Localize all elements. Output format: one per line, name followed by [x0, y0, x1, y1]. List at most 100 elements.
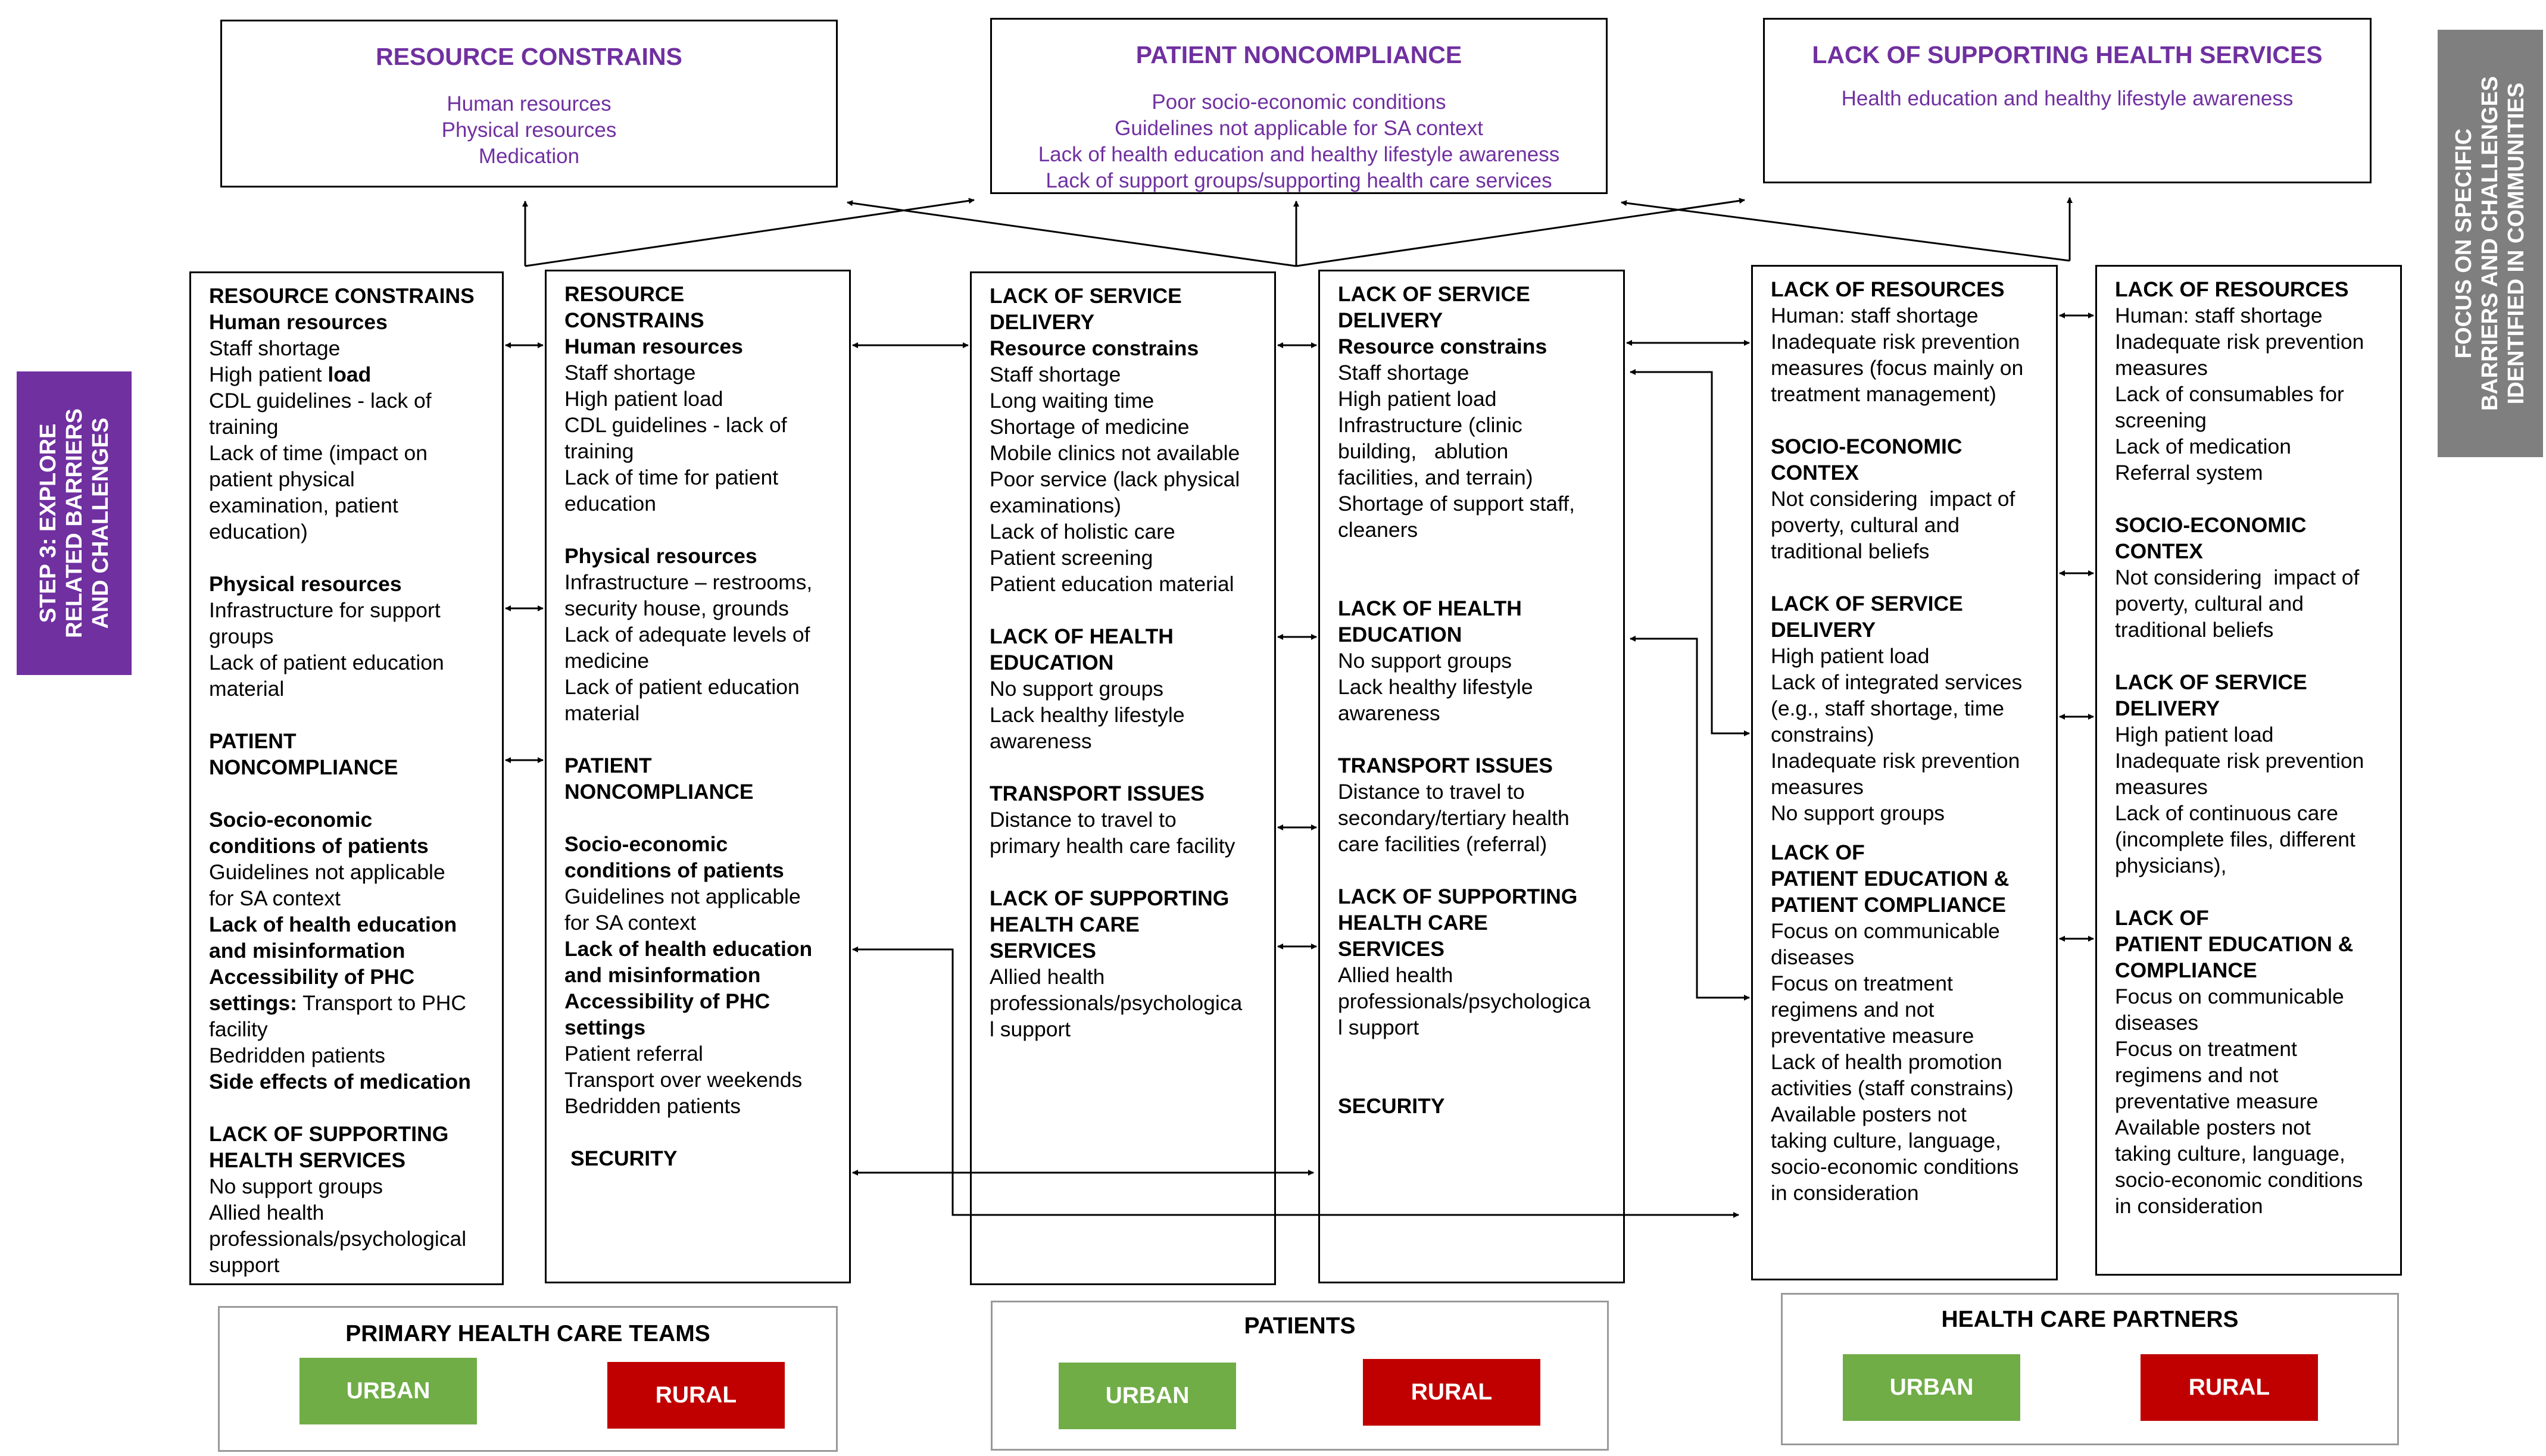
col-item: education)	[209, 520, 308, 543]
col-heading: TRANSPORT ISSUES	[1338, 754, 1553, 777]
top-box-patient-noncompliance: PATIENT NONCOMPLIANCE Poor socio-economi…	[990, 18, 1608, 194]
col-item: Staff shortage	[1338, 361, 1469, 385]
top-box-title: PATIENT NONCOMPLIANCE	[1135, 41, 1462, 68]
column-partners-urban: LACK OF RESOURCES Human: staff shortage …	[1751, 265, 2058, 1280]
col-item: Transport over weekends	[564, 1068, 803, 1092]
col-item: taking culture, language,	[2115, 1142, 2345, 1166]
col-item: socio-economic conditions	[1771, 1155, 2019, 1179]
col-item: Not considering impact of	[2115, 565, 2360, 589]
top-box-item: Poor socio-economic conditions	[1152, 90, 1446, 114]
col-heading: EDUCATION	[990, 651, 1114, 674]
urban-badge: URBAN	[1059, 1363, 1236, 1429]
col-subheading: conditions of patients	[564, 858, 784, 882]
col-item: traditional beliefs	[2115, 618, 2274, 642]
col-heading: RESOURCE	[564, 282, 685, 306]
col-item: facility	[209, 1017, 268, 1041]
col-item: No support groups	[1771, 801, 1945, 825]
col-item: training	[564, 439, 634, 463]
col-item: preventative measure	[2115, 1089, 2319, 1113]
step-3-label: STEP 3: EXPLORE RELATED BARRIERS AND CHA…	[17, 371, 132, 675]
bottom-box-health-care-partners: HEALTH CARE PARTNERS URBAN RURAL	[1781, 1293, 2399, 1445]
col-item: Human: staff shortage	[2115, 304, 2323, 327]
col-item: awareness	[990, 729, 1092, 753]
col-heading: DELIVERY	[990, 310, 1095, 334]
col-item: material	[564, 701, 640, 725]
col-subheading: Physical resources	[564, 544, 757, 568]
arrow-diagonal	[1621, 200, 2070, 262]
col-heading: PATIENT EDUCATION &	[2115, 932, 2354, 956]
urban-badge: URBAN	[299, 1358, 477, 1424]
col-item: Referral system	[2115, 461, 2263, 485]
col-heading: LACK OF SERVICE	[2115, 670, 2307, 694]
col-item: Distance to travel to	[1338, 780, 1525, 804]
col-item: Patient referral	[564, 1042, 703, 1066]
col-item: Allied health	[209, 1201, 325, 1224]
col-heading: HEALTH SERVICES	[209, 1148, 406, 1172]
col-subheading: Socio-economic	[209, 808, 373, 832]
col-heading: PATIENT COMPLIANCE	[1771, 893, 2007, 917]
col-item: groups	[209, 624, 274, 648]
col-item: poverty, cultural and	[2115, 592, 2304, 615]
col-item: Lack healthy lifestyle	[1338, 675, 1533, 699]
col-heading: HEALTH CARE	[990, 913, 1140, 936]
col-item: Lack of consumables for	[2115, 382, 2344, 406]
col-heading: LACK OF SERVICE	[1338, 282, 1530, 306]
focus-label: FOCUS ON SPECIFIC BARRIERS AND CHALLENGE…	[2438, 30, 2543, 457]
top-box-lack-of-supporting-health-services: LACK OF SUPPORTING HEALTH SERVICES Healt…	[1763, 18, 2372, 183]
col-item: Not considering impact of	[1771, 487, 2015, 511]
col-item: measures	[1771, 775, 1864, 799]
bottom-box-title: PATIENTS	[1244, 1313, 1356, 1339]
col-subheading: Accessibility of PHC	[209, 965, 415, 989]
col-item: regimens and not	[2115, 1063, 2279, 1087]
col-item: High patient load	[1338, 387, 1497, 411]
col-item: measures (focus mainly on	[1771, 356, 2024, 380]
col-subheading: and misinformation	[209, 939, 405, 963]
col-item: Shortage of support staff,	[1338, 492, 1575, 515]
col-item: poverty, cultural and	[1771, 513, 1960, 537]
col-item: regimens and not	[1771, 998, 1935, 1021]
col-item: Infrastructure (clinic	[1338, 413, 1522, 437]
col-heading: HEALTH CARE	[1338, 911, 1488, 935]
col-item: High patient load	[564, 387, 723, 411]
col-heading: LACK OF HEALTH	[990, 624, 1174, 648]
col-item: Lack of adequate levels of	[564, 623, 810, 646]
col-item: taking culture, language,	[1771, 1129, 2001, 1152]
col-item: No support groups	[209, 1174, 383, 1198]
col-heading: PATIENT EDUCATION &	[1771, 867, 2010, 891]
top-box-item: Medication	[478, 145, 580, 168]
col-item: Lack of time (impact on	[209, 441, 428, 465]
col-item: material	[209, 677, 285, 701]
col-heading: PATIENT	[209, 729, 297, 753]
arrow-diagonal	[847, 200, 1297, 267]
col-subheading: Lack of health education	[564, 937, 813, 961]
col-heading: COMPLIANCE	[2115, 958, 2257, 982]
col-item: education	[564, 492, 656, 515]
col-item: Inadequate risk prevention	[1771, 749, 2020, 773]
col-heading: DELIVERY	[1338, 308, 1443, 332]
col-heading: NONCOMPLIANCE	[209, 755, 398, 779]
col-item: No support groups	[990, 677, 1164, 701]
col-item: facilities, and terrain)	[1338, 465, 1533, 489]
top-box-item: Guidelines not applicable for SA context	[1115, 117, 1483, 140]
column-phc-urban: RESOURCE CONSTRAINS Human resources Staf…	[189, 271, 504, 1285]
col-heading: LACK OF	[1771, 841, 1865, 864]
top-box-resource-constrains: RESOURCE CONSTRAINS Human resources Phys…	[220, 20, 838, 188]
col-item: Bedridden patients	[564, 1094, 741, 1118]
col-item-bold: load	[327, 363, 372, 386]
col-subheading: Resource constrains	[990, 336, 1199, 360]
col-heading: CONTEX	[1771, 461, 1859, 485]
col-subheading: Socio-economic	[564, 832, 728, 856]
bottom-box-patients: PATIENTS URBAN RURAL	[991, 1301, 1609, 1451]
col-item: diseases	[1771, 945, 1855, 969]
col-heading: SOCIO-ECONOMIC	[1771, 435, 1962, 458]
col-item: patient physical	[209, 467, 355, 491]
col-item: Staff shortage	[990, 363, 1121, 386]
col-item: settings: Transport to PHC	[209, 990, 488, 1016]
urban-badge: URBAN	[1843, 1354, 2020, 1421]
col-heading: LACK OF HEALTH	[1338, 596, 1522, 620]
col-item: Lack of time for patient	[564, 465, 779, 489]
col-item: Inadequate risk prevention	[2115, 749, 2364, 773]
col-heading: TRANSPORT ISSUES	[990, 782, 1205, 805]
col-heading: RESOURCE CONSTRAINS	[209, 284, 475, 308]
